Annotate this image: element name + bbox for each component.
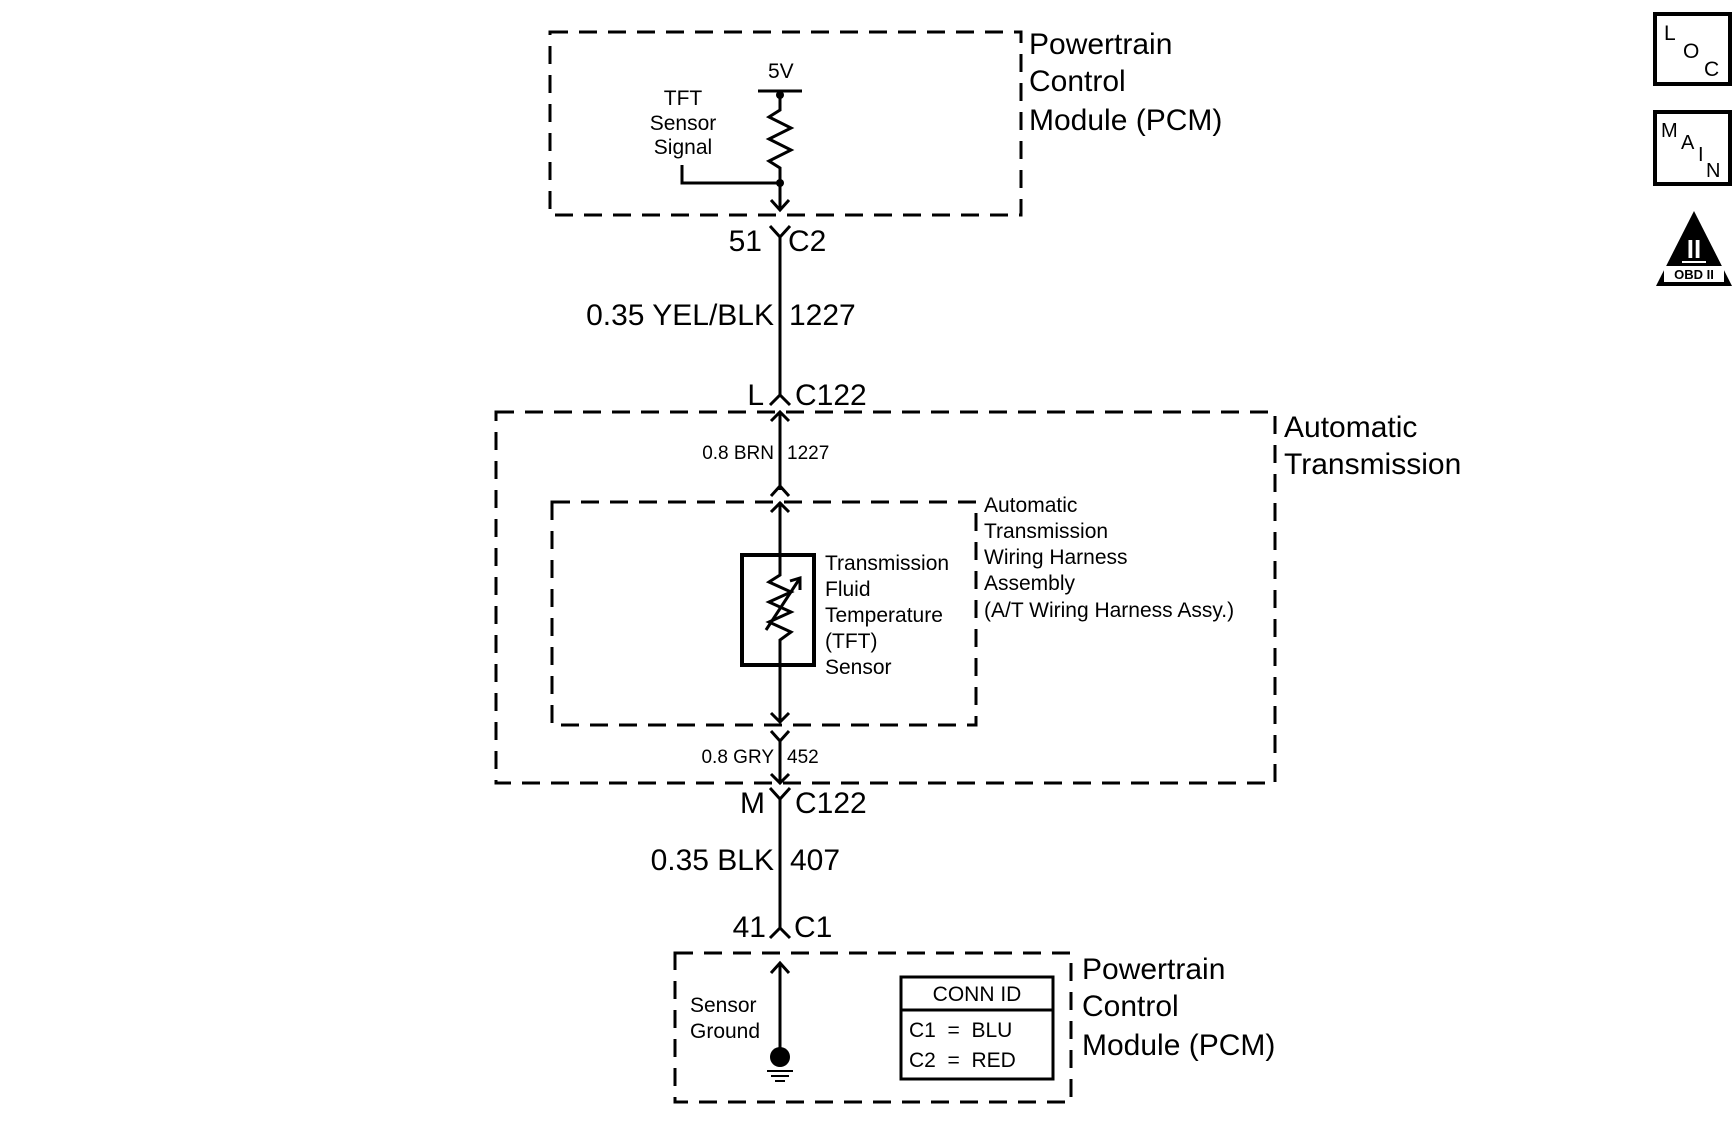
loc-icon-letter-o: O (1683, 40, 1699, 63)
auto-trans-boundary (494, 410, 1277, 785)
pcm-bottom-title-line1: Powertrain (1082, 953, 1225, 986)
signal-arrow-icon (769, 198, 791, 213)
tft-signal-trace (680, 165, 780, 185)
conn-id-table: CONN ID C1 = BLU C2 = RED (899, 975, 1055, 1081)
obd-ii-caption: OBD II (1674, 267, 1714, 282)
pullup-resistor-icon (765, 95, 795, 183)
connector-c122-bottom-icon (768, 786, 792, 802)
harness-label-line2: Transmission (984, 520, 1108, 543)
connector-c2-icon (768, 224, 792, 240)
harness-connector-top-icon (769, 483, 791, 498)
tft-signal-label-line2: Sensor (650, 112, 717, 135)
connector-c122-bottom-name: C122 (795, 787, 867, 820)
pcm-bottom-title-line2: Control (1082, 990, 1179, 1023)
wire-452-circuit: 452 (787, 747, 819, 768)
connector-c122-top-name: C122 (795, 379, 867, 412)
connector-c122-top-pin: L (747, 379, 764, 412)
connector-c122-top: L C122 (747, 379, 866, 412)
conn-id-row-c1: C1 = BLU (909, 1019, 1012, 1042)
pcm-top-title-line2: Control (1029, 65, 1126, 98)
connector-c1-name: C1 (794, 911, 832, 944)
ground-arrow-icon (769, 960, 791, 975)
tft-sensor-label-line5: Sensor (825, 656, 892, 679)
pcm-top-title-line3: Module (PCM) (1029, 104, 1222, 137)
harness-label-line1: Automatic (984, 494, 1077, 517)
sensor-top-arrow-icon (769, 500, 791, 514)
harness-boundary (550, 500, 978, 727)
conn-id-header: CONN ID (933, 983, 1022, 1006)
pcm-top-boundary (548, 30, 1023, 217)
loc-icon-frame (1653, 12, 1732, 86)
connector-c1-pin: 41 (733, 911, 766, 944)
conn-id-box (899, 975, 1055, 1081)
tft-sensor-box (740, 553, 816, 667)
connector-c2: 51 C2 (729, 224, 826, 258)
wire-1227-inner-circuit: 1227 (787, 443, 829, 464)
loc-icon[interactable]: L O C (1653, 12, 1732, 86)
connector-c2-name: C2 (788, 225, 826, 258)
main-icon-letter-n: N (1706, 160, 1720, 182)
loc-icon-letter-c: C (1704, 58, 1719, 81)
loc-icon-letter-l: L (1664, 22, 1676, 45)
harness-label-line5: (A/T Wiring Harness Assy.) (984, 599, 1234, 622)
inner-arrow-top-icon (769, 409, 791, 423)
tft-sensor-label-line3: Temperature (825, 604, 943, 627)
main-icon-frame (1653, 110, 1732, 186)
tft-sensor-label-line4: (TFT) (825, 630, 877, 653)
wire-1227-top-circuit: 1227 (789, 299, 856, 332)
wire-1227-inner-size-color: 0.8 BRN (702, 443, 774, 464)
thermistor-arrowhead-icon (789, 575, 802, 590)
harness-connector-bottom-icon (769, 729, 791, 744)
obd-ii-caption-bg (1664, 266, 1724, 282)
connector-c122-bottom-pin: M (740, 787, 765, 820)
thermistor-variable-arrow (764, 577, 802, 631)
voltage-5v-label: 5V (768, 60, 794, 83)
pcm-top-title-line1: Powertrain (1029, 28, 1172, 61)
tft-signal-label-line3: Signal (654, 136, 712, 159)
tft-signal-label-line1: TFT (664, 87, 703, 110)
pcm-bottom-boundary (673, 951, 1073, 1104)
wire-407-circuit: 407 (790, 844, 840, 877)
auto-trans-module: Automatic Transmission 0.8 BRN 1227 Auto… (494, 409, 1461, 786)
tft-sensor-label-line1: Transmission (825, 552, 949, 575)
main-icon-letter-a: A (1681, 132, 1695, 154)
main-icon[interactable]: M A I N (1653, 110, 1732, 186)
main-icon-letter-m: M (1661, 120, 1678, 142)
connector-c2-pin: 51 (729, 225, 762, 258)
wire-407-size-color: 0.35 BLK (651, 844, 774, 877)
sensor-ground-label-line1: Sensor (690, 994, 757, 1017)
pcm-top-module: Powertrain Control Module (PCM) 5V TFT S… (548, 28, 1222, 217)
ground-node-dot (770, 1047, 790, 1067)
harness-label-line4: Assembly (984, 572, 1076, 595)
conn-id-row-c2: C2 = RED (909, 1049, 1016, 1072)
connector-c1-icon (768, 925, 792, 940)
auto-trans-title-line2: Transmission (1284, 448, 1461, 481)
sensor-bottom-arrow-icon (769, 711, 791, 725)
wire-1227-top-size-color: 0.35 YEL/BLK (586, 299, 774, 332)
connector-c122-top-icon (768, 392, 792, 407)
harness-label-line3: Wiring Harness (984, 546, 1128, 569)
obd-ii-numeral: II (1687, 234, 1701, 264)
connector-c122-bottom: M C122 (740, 786, 867, 820)
tft-sensor-label-line2: Fluid (825, 578, 871, 601)
pcm-bottom-title-line3: Module (PCM) (1082, 1029, 1275, 1062)
auto-trans-title-line1: Automatic (1284, 411, 1417, 444)
sensor-ground-label-line2: Ground (690, 1020, 760, 1043)
pcm-bottom-module: Powertrain Control Module (PCM) Sensor G… (673, 951, 1275, 1104)
connector-c1: 41 C1 (733, 911, 833, 944)
obd-ii-icon[interactable]: II OBD II (1656, 211, 1732, 286)
inner-arrow-bottom-icon (769, 772, 791, 786)
wire-452-size-color: 0.8 GRY (701, 747, 774, 768)
main-icon-letter-i: I (1698, 144, 1704, 166)
